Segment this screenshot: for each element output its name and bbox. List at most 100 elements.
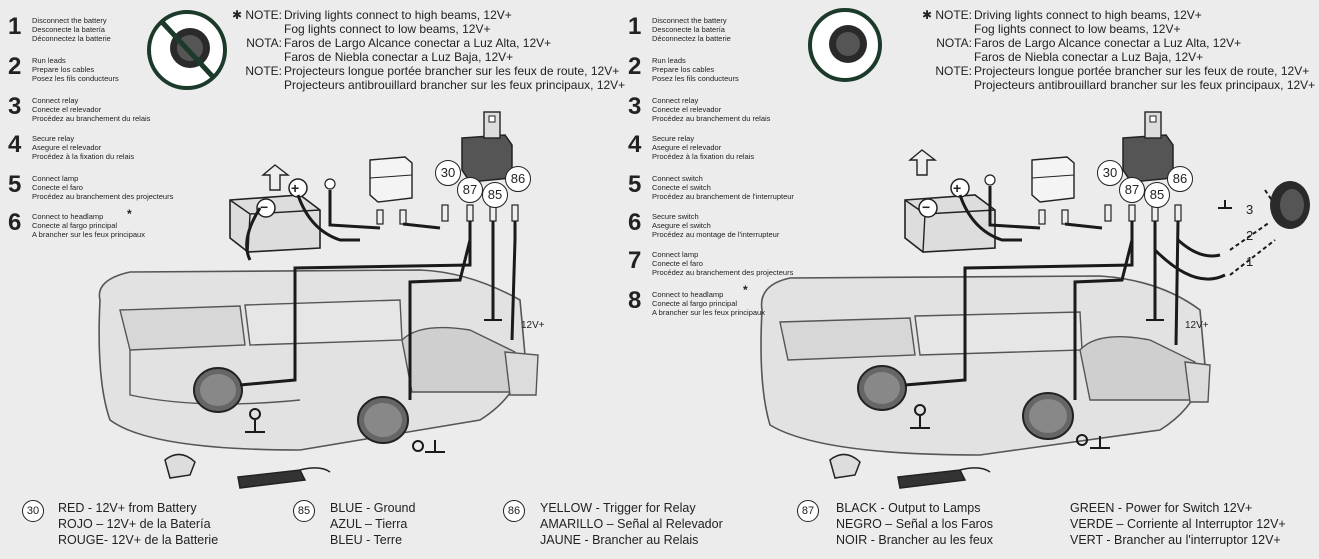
step-text-es: Prepare los cables [652, 65, 715, 74]
note-line: Projecteurs longue portée brancher sur l… [974, 64, 1310, 78]
step-number: 4 [8, 131, 22, 158]
fog-lamp-right [357, 396, 409, 444]
legend-entry-green: GREEN - Power for Switch 12V+ VERDE – Co… [1070, 500, 1286, 548]
right-wiring-diagram [760, 8, 1310, 489]
step-text-es: Asegure el relevador [32, 143, 102, 152]
hand-tools [164, 453, 331, 489]
note-label-fr: NOTE: [245, 64, 282, 78]
terminal-85-label: 85 [482, 182, 508, 208]
legend-line-en: RED - 12V+ from Battery [58, 501, 197, 515]
step-text-fr: Déconnectez la batterie [32, 34, 111, 43]
step-number: 7 [628, 247, 642, 274]
wiring-harness [904, 186, 1226, 400]
step-text-en: Run leads [32, 56, 66, 65]
note-line: Fog lights connect to low beams, 12V+ [284, 22, 491, 36]
step-text-fr: Posez les fils conducteurs [32, 74, 119, 83]
step-text-en: Connect to headlamp [32, 212, 104, 221]
switch-icon [808, 8, 882, 82]
switch-pin-2-label: 2 [1246, 228, 1254, 243]
terminal-86-label: 86 [505, 166, 531, 192]
switch-pin-3-label: 3 [1246, 202, 1254, 217]
step-text-fr: Procédez au branchement du relais [32, 114, 151, 123]
battery-negative-label: − [260, 199, 269, 215]
legend-line-fr: JAUNE - Brancher au Relais [540, 533, 699, 547]
relay [461, 111, 513, 183]
note-label-en: ✱ NOTE: [921, 8, 972, 22]
note-line: Faros de Niebla conectar a Luz Baja, 12V… [284, 50, 514, 64]
relay [1122, 111, 1174, 183]
legend-entry-blue: BLUE - Ground AZUL – Tierra BLEU - Terre [330, 500, 415, 548]
car-details [779, 311, 1211, 403]
headlamp-star-marker: * [127, 207, 132, 221]
wire-connectors [984, 174, 1182, 225]
fog-lamp-left [193, 367, 243, 413]
step-text-es: Asegure el relevador [652, 143, 722, 152]
legend-line-es: AZUL – Tierra [330, 517, 408, 531]
step-text-en: Connect relay [32, 96, 79, 105]
step-text-en: Run leads [652, 56, 686, 65]
terminal-30-label: 30 [435, 160, 461, 186]
legend-line-fr: VERT - Brancher au l'interruptor 12V+ [1070, 533, 1281, 547]
terminal-86-label: 86 [1167, 166, 1193, 192]
step-text-fr: Procédez à la fixation du relais [652, 152, 755, 161]
legend-badge-30: 30 [22, 500, 44, 522]
ground-symbols [245, 319, 502, 453]
step-text-es: Conecte el switch [652, 183, 711, 192]
step-number: 8 [628, 287, 642, 314]
note-label-es: NOTA: [246, 36, 282, 50]
step-text-es: Prepare los cables [32, 65, 95, 74]
note-line: Projecteurs antibrouillard brancher sur … [974, 78, 1316, 92]
step-text-en: Disconnect the battery [32, 16, 107, 25]
step-number: 6 [628, 209, 642, 236]
note-label-fr: NOTE: [935, 64, 972, 78]
battery [904, 149, 996, 253]
step-number: 3 [628, 93, 642, 120]
step-number: 2 [8, 53, 22, 80]
terminal-85-label: 85 [1144, 182, 1170, 208]
step-number: 1 [628, 13, 642, 40]
legend-line-es: AMARILLO – Señal al Relevador [540, 517, 723, 531]
fuse-holder [369, 156, 413, 203]
step-text-es: Asegure el switch [652, 221, 711, 230]
terminal-87-label: 87 [1119, 177, 1145, 203]
ground-symbols [910, 200, 1232, 449]
legend-line-es: NEGRO – Señal a los Faros [836, 517, 994, 531]
step-text-fr: Procédez à la fixation du relais [32, 152, 135, 161]
legend-line-en: GREEN - Power for Switch 12V+ [1070, 501, 1253, 515]
note-line: Faros de Niebla conectar a Luz Baja, 12V… [974, 50, 1204, 64]
legend-badge-87: 87 [797, 500, 819, 522]
step-text-en: Secure switch [652, 212, 699, 221]
terminal-30-label: 30 [1097, 160, 1123, 186]
step-text-fr: Procédez au branchement de l'interrupteu… [652, 192, 794, 201]
note-line: Fog lights connect to low beams, 12V+ [974, 22, 1181, 36]
terminal-87-label: 87 [457, 177, 483, 203]
fuse-holder [1031, 156, 1075, 203]
legend-line-es: VERDE – Corriente al Interruptor 12V+ [1070, 517, 1286, 531]
battery-negative-label: − [922, 199, 931, 215]
legend-line-fr: ROUGE- 12V+ de la Batterie [58, 533, 219, 547]
step-text-fr: A brancher sur les feux principaux [32, 230, 145, 239]
note-line: Driving lights connect to high beams, 12… [284, 8, 512, 22]
step-text-fr: Déconnectez la batterie [652, 34, 731, 43]
step-number: 5 [628, 171, 642, 198]
voltage-label: 12V+ [521, 320, 545, 331]
step-text-fr: Procédez au branchement des projecteurs [652, 268, 794, 277]
step-text-es: Desconecte la batería [652, 25, 725, 34]
step-number: 4 [628, 131, 642, 158]
step-text-fr: Posez les fils conducteurs [652, 74, 739, 83]
left-wiring-diagram [98, 10, 539, 489]
legend-line-en: BLACK - Output to Lamps [836, 501, 981, 515]
step-text-en: Connect relay [652, 96, 699, 105]
step-number: 6 [8, 209, 22, 236]
step-text-en: Disconnect the battery [652, 16, 727, 25]
step-text-en: Connect switch [652, 174, 703, 183]
step-text-en: Secure relay [32, 134, 75, 143]
legend-entry-yellow: YELLOW - Trigger for Relay AMARILLO – Se… [540, 500, 723, 548]
fog-lamp-right [1022, 392, 1074, 440]
legend-line-en: BLUE - Ground [330, 501, 416, 515]
step-number: 2 [628, 53, 642, 80]
no-switch-icon [147, 10, 227, 90]
step-number: 5 [8, 171, 22, 198]
